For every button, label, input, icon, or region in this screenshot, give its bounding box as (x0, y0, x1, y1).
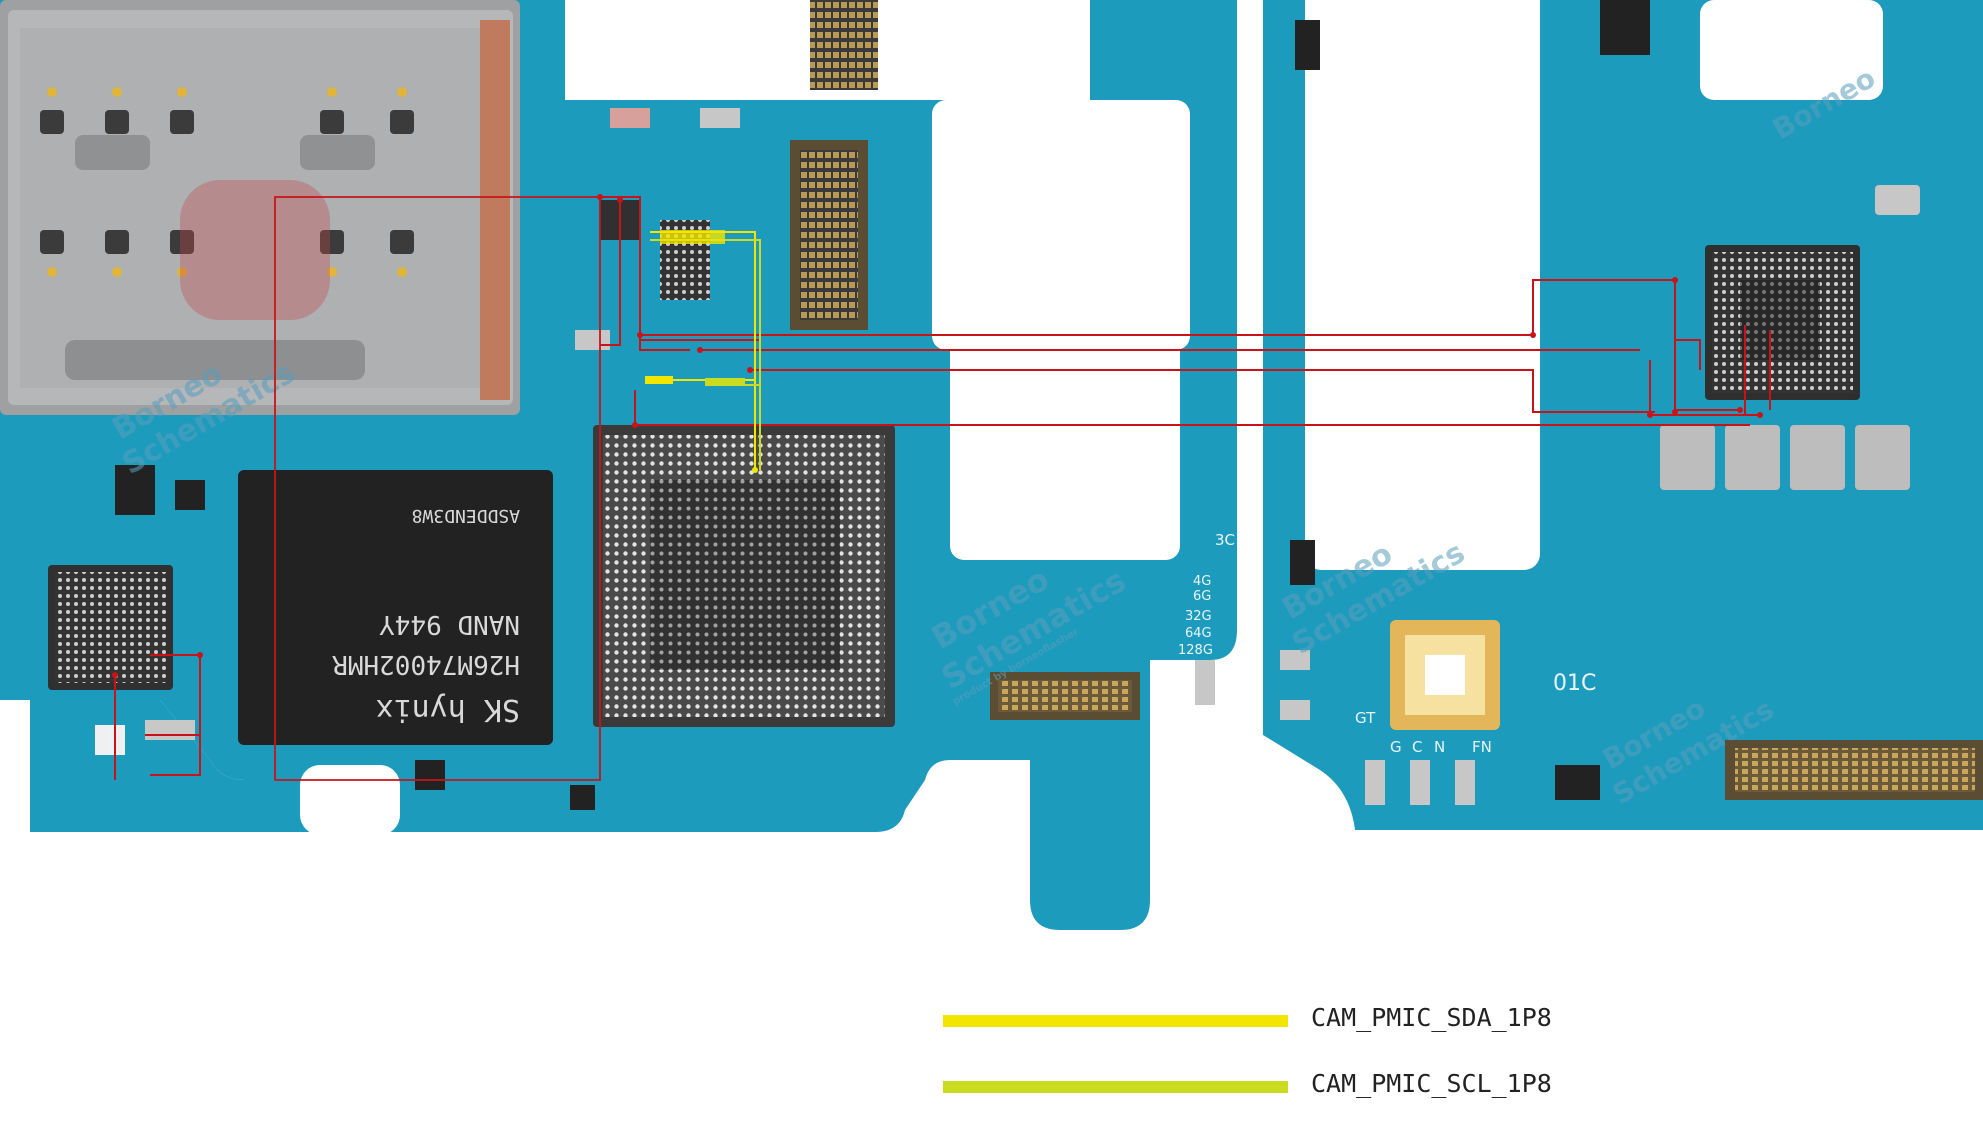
sda-endpoint (752, 467, 758, 473)
silk-gt: GT (1355, 709, 1376, 727)
silk-r910: R910 (106, 724, 119, 753)
silk-c: C (1412, 738, 1422, 756)
sda-scl-traces (645, 230, 761, 470)
nand-label-type: NAND 944Y (379, 609, 520, 639)
silk-g: G (1390, 738, 1402, 756)
sim-pads (40, 110, 414, 254)
silk-128g: 128G (1178, 643, 1213, 658)
silk-64g: 64G (1185, 626, 1212, 641)
silk-3c: 3C (1215, 531, 1235, 549)
connector-top (810, 0, 878, 90)
right-board: 01C GT G C N FN (1263, 0, 1983, 830)
inductors (1660, 185, 1920, 490)
left-board: SK hynix H26M74002HMR NAND 944Y ASDDEND3… (0, 0, 1237, 930)
nand-label-code: ASDDEND3W8 (412, 505, 520, 526)
silk-32g: 32G (1185, 609, 1212, 624)
silk-fn: FN (1472, 738, 1492, 756)
legend-sda-label: CAM_PMIC_SDA_1P8 (1311, 1003, 1552, 1032)
nand-label-part: H26M74002HMR (332, 649, 520, 679)
silk-n: N (1434, 738, 1445, 756)
nand-chip (238, 470, 553, 745)
legend-sda-swatch (943, 1015, 1288, 1027)
silk-4g: 4G (1193, 574, 1211, 589)
silk-6g: 6G (1193, 589, 1211, 604)
red-traces (114, 196, 1771, 781)
silk-01c: 01C (1553, 671, 1596, 696)
right-passive-components (1280, 0, 1650, 805)
red-trace-nodes (112, 194, 1763, 678)
legend-scl-swatch (943, 1081, 1288, 1093)
nand-label-brand: SK hynix (376, 692, 521, 727)
legend-scl-label: CAM_PMIC_SCL_1P8 (1311, 1069, 1552, 1098)
